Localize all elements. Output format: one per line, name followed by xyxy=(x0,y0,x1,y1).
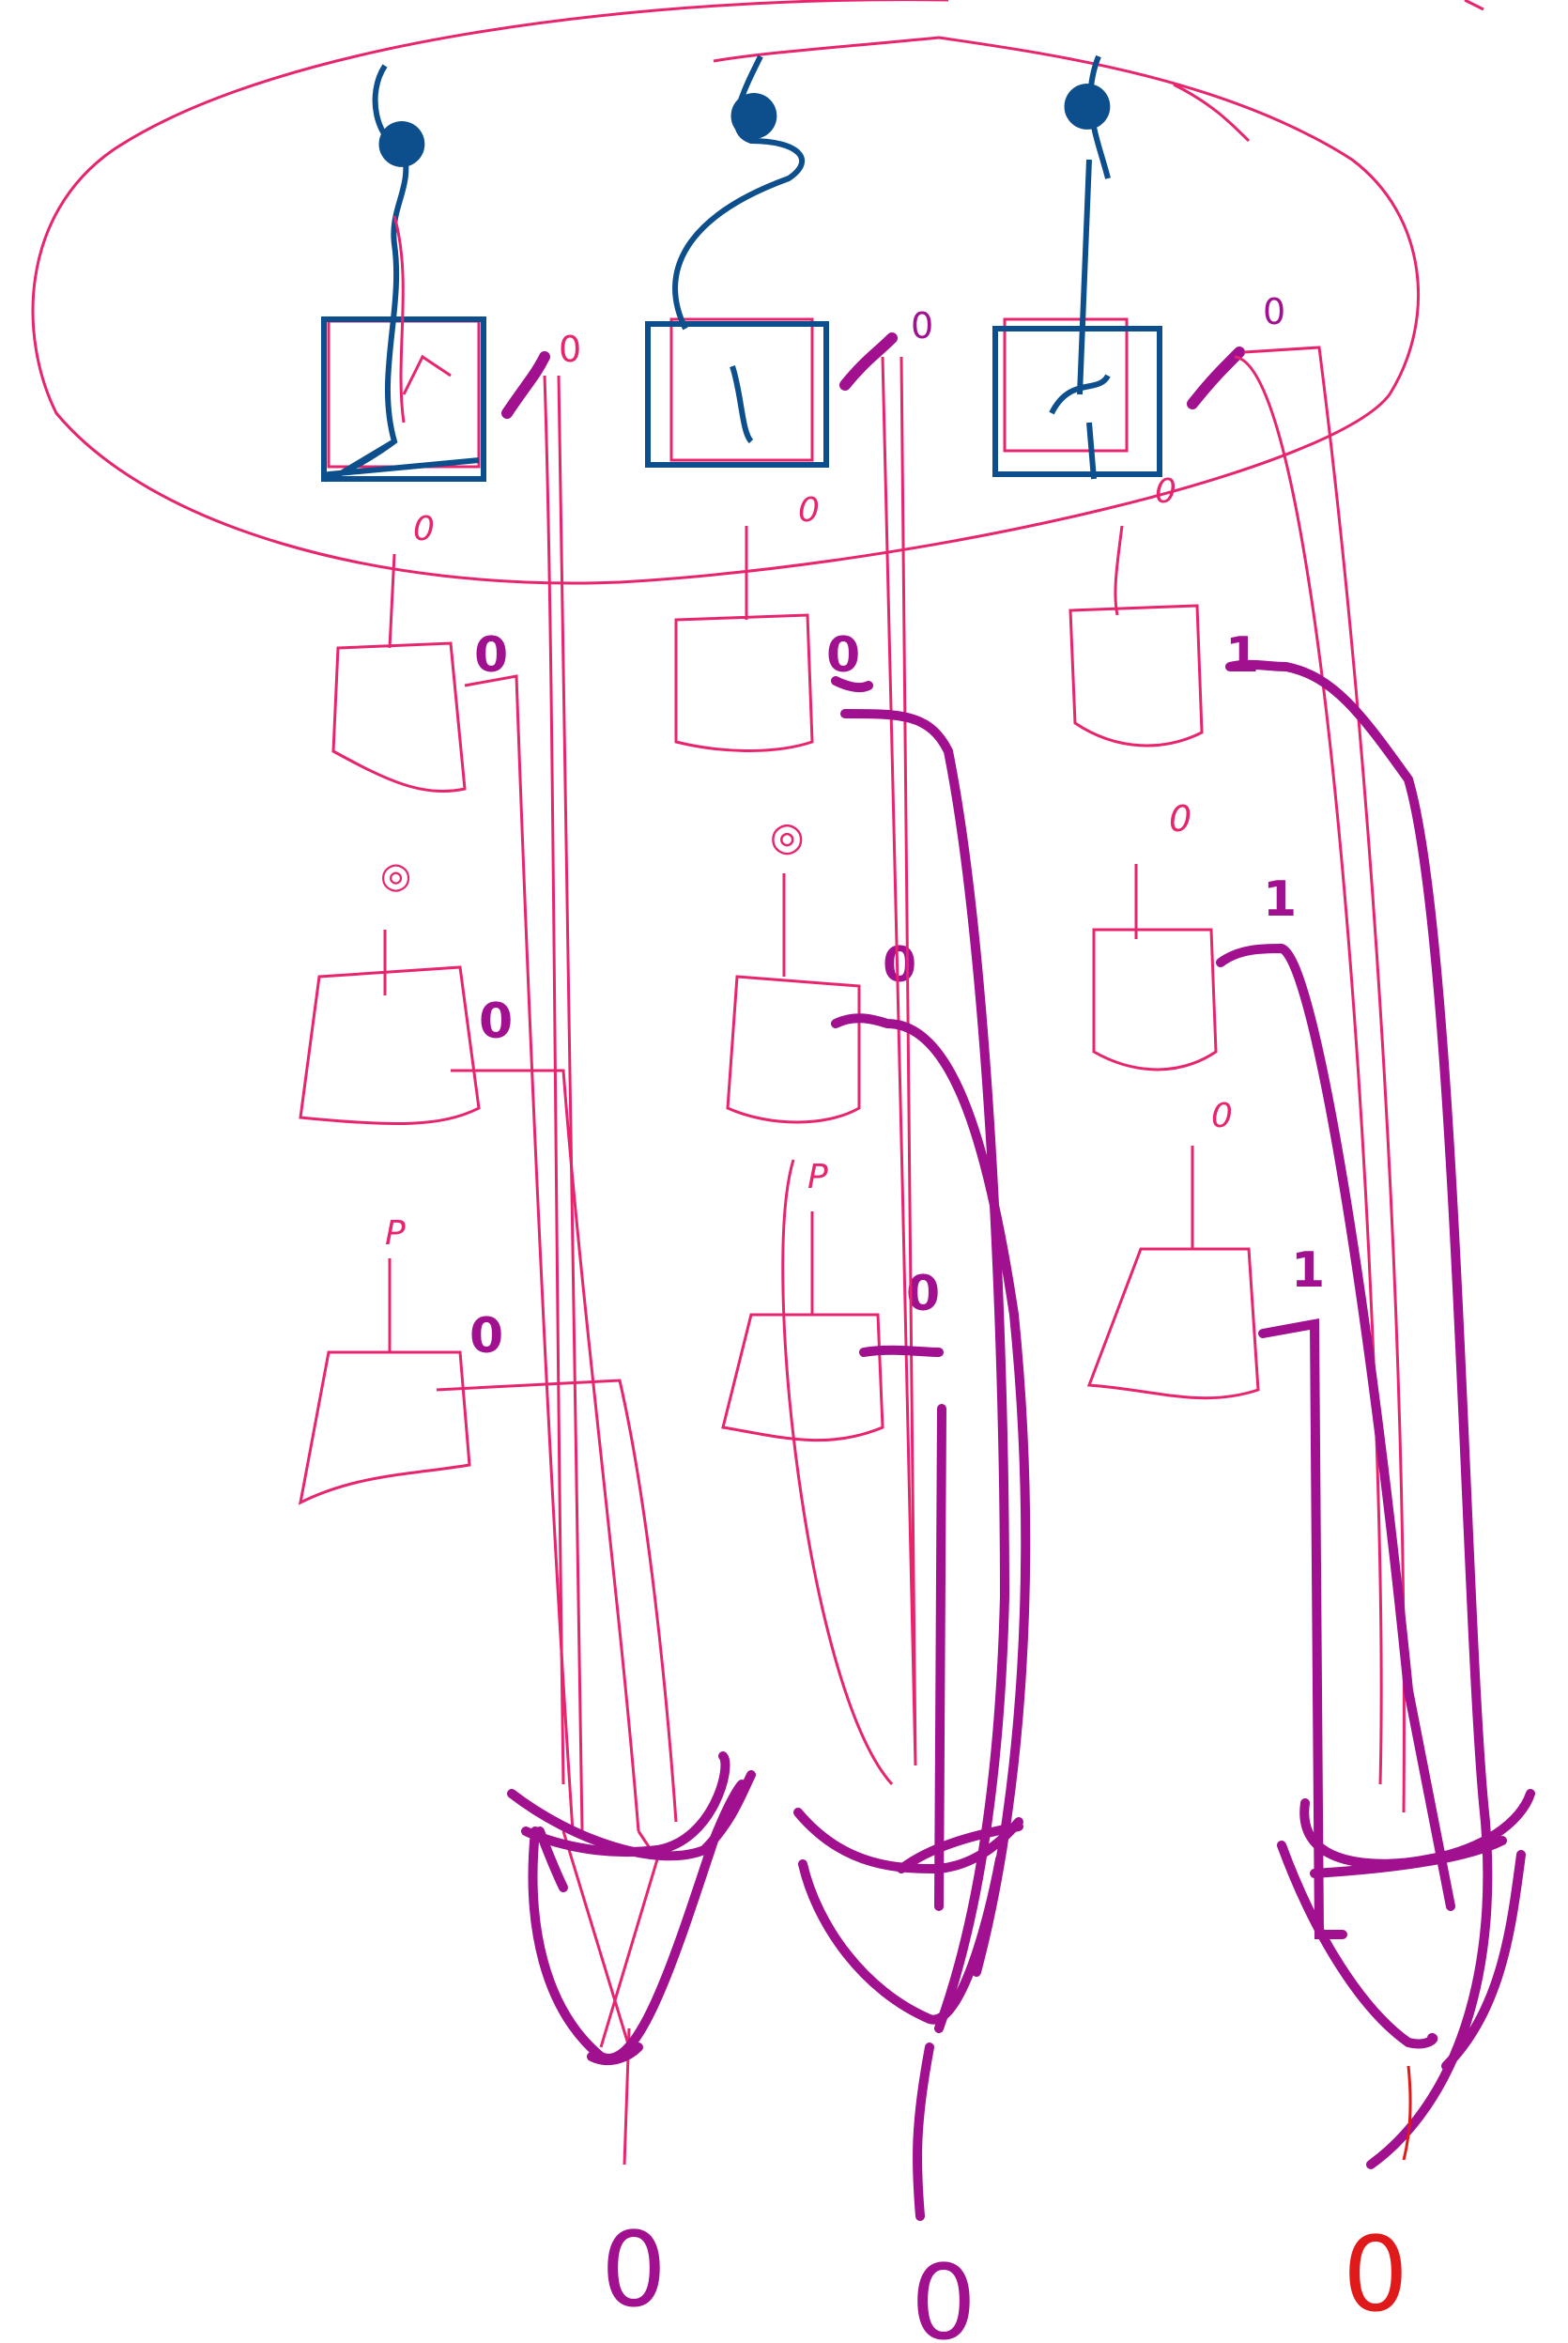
top-register-left-pink-scribble xyxy=(392,215,452,424)
row2-col3-top-mark: 0 xyxy=(1169,798,1191,840)
top-register-left-label: ● xyxy=(376,105,428,175)
top-register-right-output-tick xyxy=(1187,347,1245,409)
row3-col3-top-mark: 0 xyxy=(1211,1097,1233,1135)
register-r2-c1 xyxy=(299,930,481,1126)
xor-gate-right xyxy=(1277,1789,1535,2071)
top-register-mid-blue-box xyxy=(645,321,829,468)
row1-col1-top-zero: 0 xyxy=(413,510,435,548)
result-middle: 0 xyxy=(911,2243,976,2343)
register-r1-c1 xyxy=(331,553,467,794)
top-register-left-output-label: 0 xyxy=(559,329,581,370)
row1-col2-top-zero: 0 xyxy=(798,491,820,530)
register-r2-c3 xyxy=(1092,864,1218,1071)
xor-gate-left xyxy=(507,1751,756,2066)
reg-r3-c1-out: 0 xyxy=(469,1308,503,1364)
register-r3-c3 xyxy=(1086,1146,1260,1400)
reg-r2-c2-out: 0 xyxy=(883,937,916,994)
reg-r1-c3-out: 1 xyxy=(1225,627,1259,684)
reg-r3-c3-out: 1 xyxy=(1291,1242,1325,1299)
purple-wires xyxy=(831,659,1493,2169)
register-group-outline xyxy=(31,0,1484,585)
right-xor-red-tick xyxy=(1402,2065,1412,2161)
top-register-mid-blue-scribble xyxy=(672,54,805,444)
register-r1-c3 xyxy=(1068,525,1204,748)
register-r3-c2 xyxy=(721,1211,884,1442)
row2-col2-top-mark: ◎ xyxy=(770,813,805,859)
reg-r2-c3-out: 1 xyxy=(1263,871,1297,928)
top-register-right-label: ● xyxy=(1061,68,1114,137)
register-r1-c2 xyxy=(674,526,814,752)
pink-wires xyxy=(436,346,1406,2166)
xor-gate-middle xyxy=(793,1808,1023,2221)
top-register-right-blue-box xyxy=(992,326,1162,477)
register-grid xyxy=(298,525,1260,1505)
top-register-mid: ● 0 xyxy=(645,54,933,468)
top-register-left-output-tick xyxy=(501,351,550,419)
top-register-right: ● 0 xyxy=(992,54,1285,480)
top-register-right-output-label: 0 xyxy=(1263,291,1285,332)
top-register-mid-output-tick xyxy=(839,332,898,391)
top-register-mid-pink-box xyxy=(669,317,814,462)
row1-col3-top-zero: 0 xyxy=(1155,472,1176,511)
top-register-mid-output-label: 0 xyxy=(911,305,933,347)
row3-col2-top-mark: P xyxy=(807,1158,828,1196)
reg-r2-c1-out: 0 xyxy=(479,994,513,1050)
top-register-left: ● 0 xyxy=(321,64,581,482)
reg-r1-c1-out: 0 xyxy=(474,627,508,684)
top-register-left-blue-scribble xyxy=(321,64,480,482)
result-right: 0 xyxy=(1343,2214,1408,2335)
top-register-right-pink-box xyxy=(1003,317,1129,453)
reg-r1-c2-out: 0 xyxy=(826,627,860,684)
result-left: 0 xyxy=(601,2210,667,2330)
row3-col1-top-mark: P xyxy=(385,1214,406,1253)
register-r2-c2 xyxy=(726,873,861,1124)
top-register-left-blue-box xyxy=(321,316,486,482)
top-register-mid-label: ● xyxy=(728,77,780,146)
row2-col1-top-mark: ◎ xyxy=(380,855,411,896)
top-register-right-blue-scribble xyxy=(1049,54,1111,480)
register-r3-c1 xyxy=(298,1258,471,1505)
